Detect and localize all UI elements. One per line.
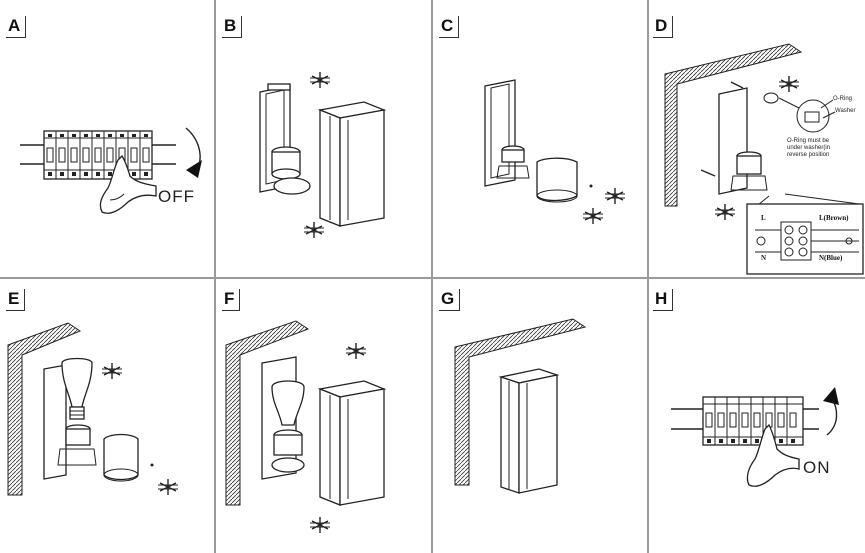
callout-note: reverse position bbox=[787, 152, 829, 158]
wire-l-left: L bbox=[761, 214, 766, 222]
panel-g: G bbox=[433, 279, 647, 553]
panel-label: A bbox=[6, 16, 27, 38]
divider bbox=[0, 277, 865, 279]
washer-label: Washer bbox=[835, 108, 855, 114]
panel-b: B bbox=[216, 0, 431, 277]
wiring-diagram: O-Ring Washer O-Ring must be under washe… bbox=[664, 43, 864, 275]
divider bbox=[214, 0, 216, 553]
panel-c: C bbox=[433, 0, 647, 277]
wire-n-right: N(Blue) bbox=[819, 254, 843, 262]
screw-icon bbox=[304, 222, 324, 238]
panel-label: F bbox=[222, 289, 241, 311]
panel-f: F bbox=[216, 279, 431, 553]
divider bbox=[431, 0, 433, 553]
divider bbox=[647, 0, 649, 553]
screw-icon bbox=[102, 363, 122, 379]
screw-icon bbox=[715, 204, 735, 220]
on-caption: ON bbox=[803, 458, 831, 477]
panel-label: C bbox=[439, 16, 460, 38]
screw-icon bbox=[605, 188, 625, 204]
screw-icon bbox=[779, 76, 799, 92]
screw-icon bbox=[310, 72, 330, 88]
panel-e: E bbox=[0, 279, 214, 553]
callout-note: under washer(in bbox=[787, 145, 830, 151]
panel-label: E bbox=[6, 289, 26, 311]
off-caption: OFF bbox=[158, 187, 195, 206]
wall-lamp-icon bbox=[259, 72, 387, 238]
wire-n-left: N bbox=[761, 254, 766, 262]
panel-a: A bbox=[0, 0, 214, 277]
wall-lamp-icon bbox=[454, 318, 587, 494]
screw-icon bbox=[310, 517, 330, 533]
hand-switch-on-icon: ON bbox=[671, 387, 839, 487]
screw-icon bbox=[158, 479, 178, 495]
wall-lamp-icon bbox=[7, 322, 178, 496]
screw-icon bbox=[583, 208, 603, 224]
wall-lamp-icon bbox=[484, 79, 625, 224]
panel-label: B bbox=[222, 16, 243, 38]
panel-label: G bbox=[439, 289, 461, 311]
oring-label: O-Ring bbox=[833, 96, 852, 102]
screw-icon bbox=[346, 343, 366, 359]
panel-h: H ON bbox=[649, 279, 865, 553]
wall-lamp-icon bbox=[225, 320, 387, 533]
hand-switch-off-icon: OFF bbox=[20, 127, 202, 214]
callout-note: O-Ring must be bbox=[787, 138, 830, 144]
panel-d: D O-Ring Washer O-R bbox=[649, 0, 865, 277]
panel-label: D bbox=[653, 16, 674, 38]
panel-label: H bbox=[653, 289, 674, 311]
wire-l-right: L(Brown) bbox=[819, 214, 849, 222]
